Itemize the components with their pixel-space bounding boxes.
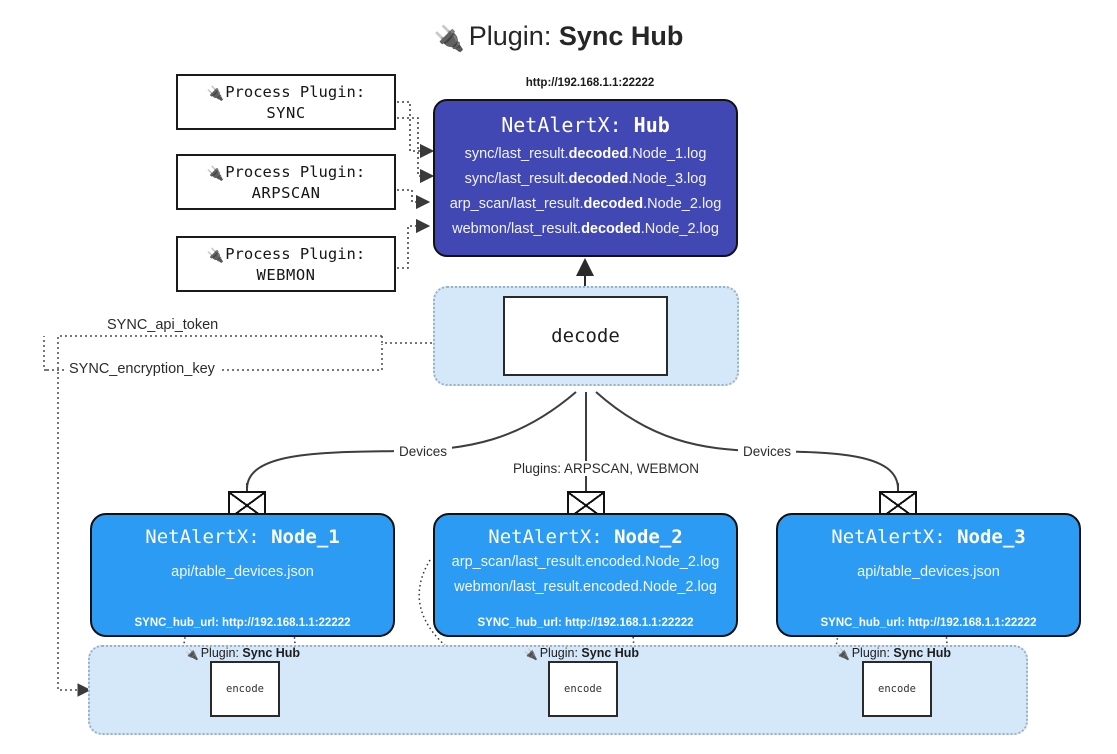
node-2-hub-url: SYNC_hub_url: http://192.168.1.1:22222 (477, 617, 694, 629)
node-1-title: NetAlertX: Node_1 (145, 526, 340, 548)
sync-hub-plugin-label-3: 🔌Plugin: Sync Hub (836, 646, 952, 661)
plug-icon: 🔌 (185, 649, 199, 661)
node-2-lines: arp_scan/last_result.encoded.Node_2.log … (435, 548, 736, 600)
node-1-hub-url: SYNC_hub_url: http://192.168.1.1:22222 (134, 617, 351, 629)
node-1-line-1: api/table_devices.json (171, 564, 314, 580)
process-plugin-webmon-line1: 🔌Process Plugin: (178, 245, 394, 266)
encode-box-2[interactable]: encode (548, 661, 618, 717)
encode-box-3[interactable]: encode (862, 661, 932, 717)
plug-icon: 🔌 (524, 649, 538, 661)
edge-label-plugins: Plugins: ARPSCAN, WEBMON (508, 461, 705, 476)
decode-box[interactable]: decode (503, 296, 668, 376)
process-plugin-arpscan-label: Process Plugin: (225, 163, 366, 181)
hub-log-2: sync/last_result.decoded.Node_3.log (464, 171, 707, 187)
hub-log-4: webmon/last_result.decoded.Node_2.log (452, 221, 719, 237)
plug-icon: 🔌 (206, 166, 225, 182)
plug-icon: 🔌 (433, 25, 465, 53)
process-plugin-arpscan-line1: 🔌Process Plugin: (178, 163, 394, 184)
node-3-lines: api/table_devices.json (778, 548, 1079, 585)
hub-log-3: arp_scan/last_result.decoded.Node_2.log (449, 196, 722, 212)
process-plugin-sync-line1: 🔌Process Plugin: (178, 83, 394, 104)
sync-hub-plugin-label-1: 🔌Plugin: Sync Hub (185, 646, 301, 661)
process-plugin-webmon-name: WEBMON (256, 266, 316, 284)
process-plugin-sync-label: Process Plugin: (225, 83, 366, 101)
hub-log-1: sync/last_result.decoded.Node_1.log (464, 146, 707, 162)
process-plugin-arpscan[interactable]: 🔌Process Plugin: ARPSCAN (176, 154, 396, 210)
process-plugin-sync[interactable]: 🔌Process Plugin: SYNC (176, 74, 396, 130)
hub-node[interactable]: NetAlertX: Hub sync/last_result.decoded.… (433, 99, 738, 257)
node-2-title: NetAlertX: Node_2 (488, 526, 683, 548)
sync-encryption-key-label: SYNC_encryption_key (65, 361, 219, 377)
hub-url-label: http://192.168.1.1:22222 (525, 77, 655, 89)
node-2-line-1: arp_scan/last_result.encoded.Node_2.log (451, 554, 720, 570)
process-plugin-webmon[interactable]: 🔌Process Plugin: WEBMON (176, 236, 396, 292)
encode-box-1[interactable]: encode (210, 661, 280, 717)
node-card-node-1[interactable]: NetAlertX: Node_1 api/table_devices.json… (90, 513, 395, 637)
node-card-node-3[interactable]: NetAlertX: Node_3 api/table_devices.json… (776, 513, 1081, 637)
plug-icon: 🔌 (836, 649, 850, 661)
node-3-line-1: api/table_devices.json (857, 564, 1000, 580)
edge-label-devices-left: Devices (394, 444, 453, 459)
page-title-prefix: Plugin: (468, 21, 559, 51)
node-card-node-2[interactable]: NetAlertX: Node_2 arp_scan/last_result.e… (433, 513, 738, 637)
node-3-hub-url: SYNC_hub_url: http://192.168.1.1:22222 (820, 617, 1037, 629)
hub-title: NetAlertX: Hub (435, 113, 736, 137)
node-2-line-2: webmon/last_result.encoded.Node_2.log (454, 579, 717, 595)
hub-title-prefix: NetAlertX: (501, 113, 634, 137)
edge-label-devices-right: Devices (738, 444, 797, 459)
sync-api-token-label: SYNC_api_token (103, 317, 223, 333)
page-title-name: Sync Hub (558, 21, 684, 51)
plug-icon: 🔌 (206, 248, 225, 264)
plug-icon: 🔌 (206, 86, 225, 102)
process-plugin-arpscan-name: ARPSCAN (251, 184, 321, 202)
hub-title-name: Hub (633, 113, 670, 137)
process-plugin-webmon-label: Process Plugin: (225, 245, 366, 263)
node-1-lines: api/table_devices.json (92, 548, 393, 585)
node-3-title: NetAlertX: Node_3 (831, 526, 1026, 548)
process-plugin-sync-name: SYNC (266, 104, 306, 122)
page-title: 🔌Plugin: Sync Hub (0, 16, 1117, 59)
sync-hub-plugin-label-2: 🔌Plugin: Sync Hub (524, 646, 640, 661)
